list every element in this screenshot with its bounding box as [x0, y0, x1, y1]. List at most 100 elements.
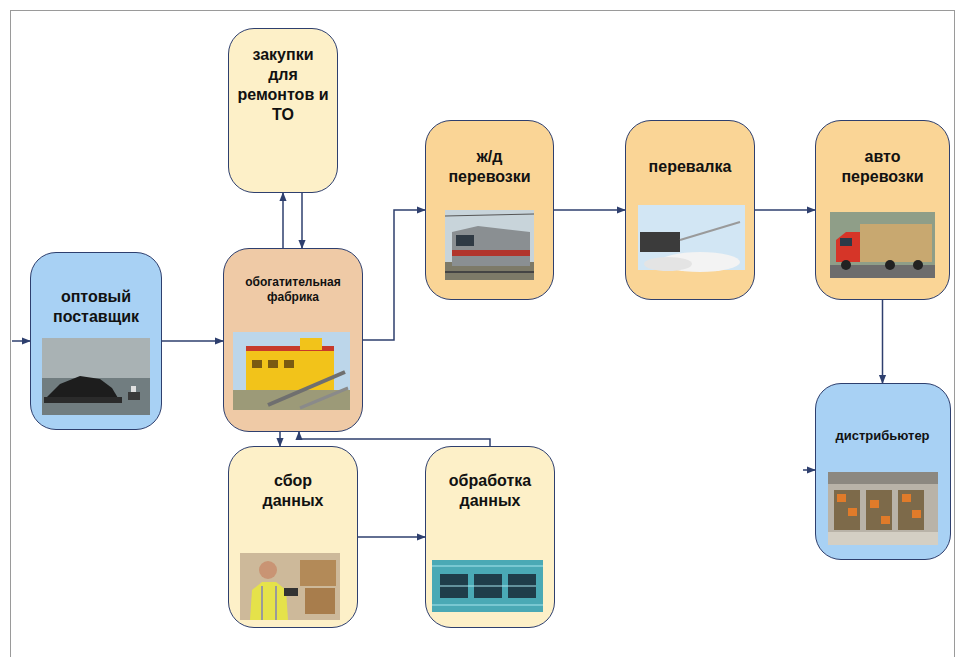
- warehouse-picture-part: [902, 494, 911, 502]
- factory-picture-part: [252, 360, 262, 368]
- barge-picture-part: [42, 338, 150, 378]
- distributor-box: дистрибьютер: [815, 383, 951, 560]
- truck-picture-part: [840, 238, 852, 246]
- worker-picture-part: [250, 582, 288, 620]
- warehouse-picture-part: [870, 500, 879, 508]
- train-picture-part: [445, 210, 534, 280]
- factory-picture-part: [268, 372, 345, 405]
- warehouse-picture-part: [848, 508, 857, 516]
- train-picture-part: [445, 214, 534, 216]
- warehouse-picture-part: [881, 516, 890, 524]
- worker-picture-part: [284, 588, 298, 596]
- transshipment-picture-part: [660, 252, 740, 272]
- node-label: перевалка: [635, 157, 745, 177]
- factory-picture-part: [246, 350, 334, 390]
- flow-arrow: [882, 300, 884, 383]
- factory-picture-part: [284, 360, 294, 368]
- server-picture-part: [508, 574, 536, 598]
- factory-picture-part: [268, 360, 278, 368]
- process-box: перевалка: [625, 120, 755, 300]
- server-picture-part: [432, 566, 543, 567]
- factory-picture-part: [246, 346, 334, 351]
- worker-picture-part: [300, 560, 336, 586]
- worker-picture: [240, 553, 340, 620]
- warehouse-picture-part: [828, 472, 938, 484]
- input-arrow: [12, 340, 30, 342]
- input-arrow: [803, 469, 815, 471]
- barge-picture-part: [46, 376, 118, 398]
- flow-arrow: [755, 209, 815, 211]
- flow-arrow: [358, 536, 425, 538]
- node-label: ж/д перевозки: [440, 147, 540, 187]
- server-picture: [432, 560, 543, 612]
- transshipment-picture-part: [638, 205, 745, 270]
- train-picture-part: [456, 235, 474, 246]
- warehouse-picture-part: [912, 510, 921, 518]
- barge-picture-part: [42, 378, 150, 415]
- plant-box: обогатительная фабрика: [223, 248, 363, 432]
- node-label: дистрибьютер: [823, 428, 943, 444]
- flow-arrow: [299, 432, 490, 446]
- process-box: ж/д перевозки: [425, 120, 554, 300]
- flow-arrow: [554, 209, 625, 211]
- process-box: обработка данных: [425, 446, 555, 628]
- transshipment-picture-part: [680, 222, 740, 240]
- factory-picture-part: [233, 390, 350, 410]
- barge-picture-part: [131, 386, 136, 392]
- transshipment-picture: [638, 205, 745, 272]
- server-picture-part: [432, 605, 543, 606]
- truck-picture-part: [836, 232, 860, 262]
- node-label: обогатительная фабрика: [231, 275, 355, 305]
- supplier-box: оптовый поставщик: [30, 252, 162, 430]
- frame: [11, 11, 955, 657]
- process-box: закупки для ремонтов и ТО: [228, 28, 338, 193]
- train-picture: [445, 210, 534, 280]
- barge-picture-part: [44, 397, 122, 403]
- warehouse-picture-part: [837, 494, 846, 502]
- node-label: закупки для ремонтов и ТО: [237, 45, 329, 125]
- transshipment-picture-part: [640, 232, 680, 252]
- server-picture-part: [440, 574, 468, 598]
- truck-picture-part: [841, 260, 851, 270]
- factory-picture-part: [300, 388, 348, 408]
- truck-picture-part: [860, 224, 932, 262]
- train-picture-part: [452, 250, 530, 256]
- node-label: сбор данных: [245, 471, 341, 511]
- truck-picture-part: [885, 260, 895, 270]
- truck-picture-part: [830, 212, 935, 278]
- flow-arrow: [279, 432, 281, 446]
- process-box: авто перевозки: [815, 120, 950, 300]
- transshipment-picture-part: [644, 257, 692, 271]
- server-picture-part: [432, 560, 543, 612]
- worker-picture-part: [305, 588, 335, 614]
- factory-picture-part: [300, 338, 322, 350]
- worker-picture-part: [259, 561, 277, 579]
- barge-picture-part: [128, 392, 140, 400]
- warehouse-picture-part: [828, 472, 938, 545]
- train-picture-part: [452, 226, 530, 266]
- server-picture-part: [440, 586, 536, 587]
- flow-arrow: [282, 193, 284, 248]
- warehouse-picture-part: [834, 490, 860, 530]
- flow-arrow: [162, 340, 223, 342]
- truck-picture-part: [830, 265, 935, 278]
- factory-picture: [233, 332, 350, 410]
- truck-picture-part: [913, 260, 923, 270]
- truck-picture: [830, 212, 935, 278]
- flow-arrow: [363, 210, 425, 340]
- train-picture-part: [445, 271, 534, 273]
- worker-picture-part: [261, 586, 263, 620]
- process-box: сбор данных: [228, 446, 358, 628]
- factory-picture-part: [233, 332, 350, 410]
- server-picture-part: [474, 574, 502, 598]
- warehouse-picture-part: [828, 532, 938, 545]
- node-label: оптовый поставщик: [41, 287, 151, 327]
- worker-picture-part: [240, 553, 340, 620]
- node-label: авто перевозки: [833, 147, 933, 187]
- node-label: обработка данных: [434, 471, 546, 511]
- warehouse-picture-part: [866, 490, 892, 530]
- barge-picture: [42, 338, 150, 415]
- warehouse-picture-part: [898, 490, 924, 530]
